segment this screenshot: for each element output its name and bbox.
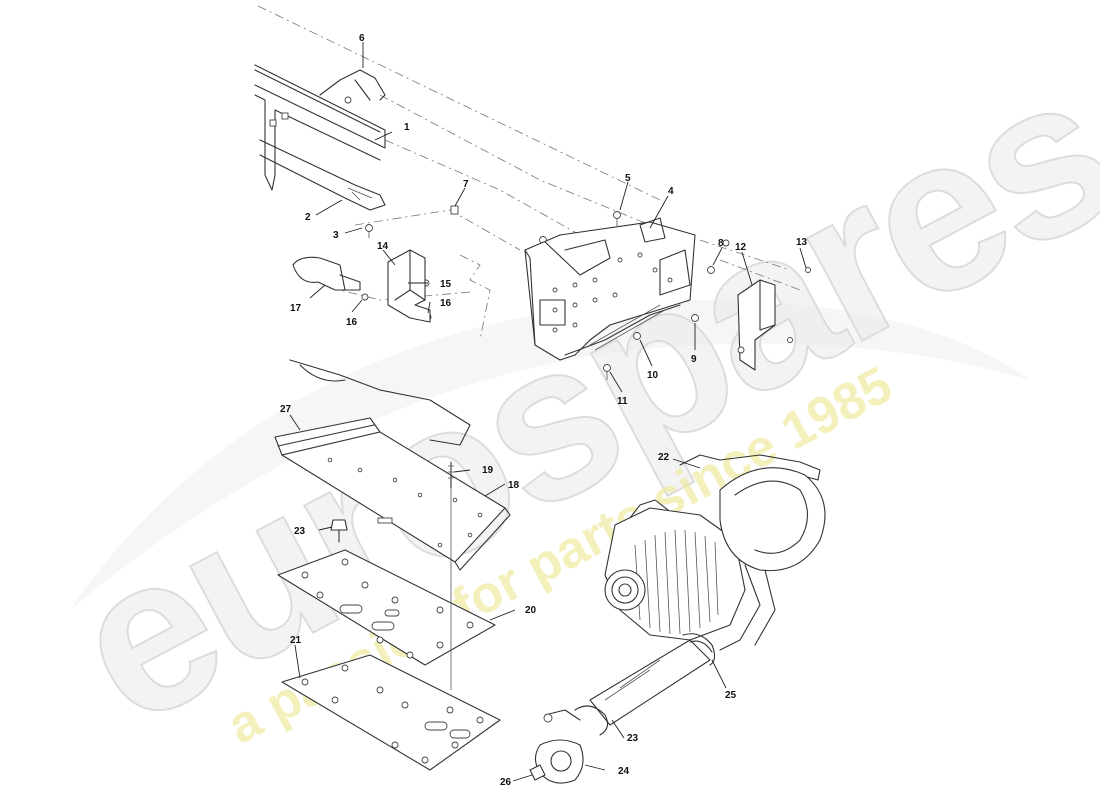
bracket-12 — [737, 279, 776, 371]
callout-11: 11 — [617, 396, 628, 407]
callout-5: 5 — [625, 173, 631, 184]
fasteners-top — [361, 205, 811, 380]
callout-23a: 23 — [294, 526, 306, 537]
callout-10: 10 — [647, 370, 659, 381]
callout-labels: 1 2 3 4 5 6 7 8 9 10 11 12 13 14 15 16 1… — [280, 33, 808, 788]
callout-22: 22 — [658, 452, 670, 463]
fasteners-lower — [330, 461, 454, 690]
callout-23b: 23 — [627, 733, 639, 744]
callout-27: 27 — [280, 404, 292, 415]
callout-26: 26 — [500, 777, 512, 788]
callout-1: 1 — [404, 122, 410, 133]
callout-16a: 16 — [440, 298, 452, 309]
callout-8: 8 — [718, 238, 724, 249]
callout-12: 12 — [735, 242, 747, 253]
callout-7: 7 — [463, 179, 469, 190]
callout-21: 21 — [290, 635, 302, 646]
callout-24: 24 — [618, 766, 630, 777]
callout-16b: 16 — [346, 317, 358, 328]
callout-3: 3 — [333, 230, 339, 241]
bracket-17 — [292, 256, 361, 291]
bracket-14 — [387, 249, 431, 323]
callout-2: 2 — [305, 212, 311, 223]
flange-24 — [529, 739, 584, 784]
callout-20: 20 — [525, 605, 537, 616]
callout-9: 9 — [691, 354, 697, 365]
alignment-lines — [257, 5, 801, 341]
leaders — [289, 42, 807, 782]
callout-13: 13 — [796, 237, 808, 248]
plate-21 — [281, 654, 501, 771]
chassis-rail — [254, 64, 386, 211]
duct-22 — [679, 454, 826, 651]
plate-20 — [277, 549, 496, 666]
callout-4: 4 — [668, 186, 674, 197]
callout-19: 19 — [482, 465, 494, 476]
alternator — [604, 499, 746, 641]
watermark: eurospares a passion for parts since 198… — [36, 25, 1100, 773]
plate-18 — [281, 431, 511, 571]
callout-25: 25 — [725, 690, 737, 701]
main-panel — [524, 217, 696, 361]
callout-17: 17 — [290, 303, 302, 314]
callout-14: 14 — [377, 241, 389, 252]
callout-6: 6 — [359, 33, 365, 44]
hose-23 — [543, 633, 716, 736]
callout-15: 15 — [440, 279, 452, 290]
callout-18: 18 — [508, 480, 520, 491]
watermark-brand: eurospares — [37, 26, 1100, 772]
watermark-swoosh — [70, 300, 1030, 610]
